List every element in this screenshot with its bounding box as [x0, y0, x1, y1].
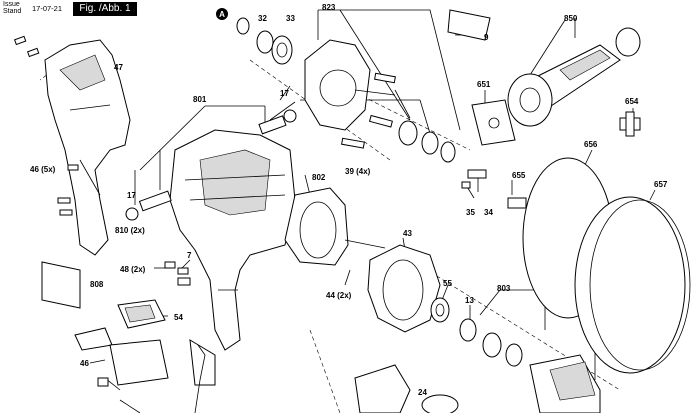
- label-13: 13: [465, 296, 474, 305]
- armature: [529, 354, 601, 413]
- motor-housing: [169, 129, 296, 386]
- label-34: 34: [484, 208, 493, 217]
- label-44-2x: 44 (2x): [326, 291, 352, 300]
- part-number-labels: 32 33 823 9 850 47 801 17 651 654 46 (5x…: [30, 3, 668, 397]
- bearing-55: [430, 297, 450, 323]
- svg-text:A: A: [219, 10, 225, 19]
- label-9: 9: [484, 33, 489, 42]
- label-43: 43: [403, 229, 412, 238]
- label-46: 46: [80, 359, 89, 368]
- rings: [459, 318, 523, 367]
- spindle-654: [619, 111, 641, 137]
- label-7: 7: [187, 251, 192, 260]
- gears: [236, 17, 293, 65]
- label-55: 55: [443, 279, 452, 288]
- stator-802: [284, 187, 386, 266]
- shaft-parts: [125, 109, 297, 221]
- label-808: [41, 261, 81, 309]
- label-9: [447, 9, 491, 41]
- callout-a-marker: A: [216, 8, 228, 20]
- cable-module-46: [74, 327, 169, 413]
- side-handle: [507, 27, 641, 127]
- lower-housing: [354, 364, 459, 413]
- label-17b: 17: [127, 191, 136, 200]
- label-47: 47: [114, 63, 123, 72]
- label-808: 808: [90, 280, 104, 289]
- bracket-651: [471, 99, 516, 146]
- label-35: 35: [466, 208, 475, 217]
- issue-date: 17-07-21: [32, 4, 63, 13]
- washers: [341, 72, 456, 163]
- label-801: 801: [193, 95, 207, 104]
- leader-lines: [80, 9, 656, 380]
- label-24: 24: [418, 388, 427, 397]
- label-651: 651: [477, 80, 491, 89]
- label-803: 803: [497, 284, 511, 293]
- ring-gear-43: [367, 244, 441, 333]
- label-54: 54: [174, 313, 183, 322]
- label-33: 33: [286, 14, 295, 23]
- cable-lead: [194, 344, 206, 413]
- label-17a: 17: [280, 89, 289, 98]
- label-656: 656: [584, 140, 598, 149]
- label-654: 654: [625, 97, 639, 106]
- label-802: 802: [312, 173, 326, 182]
- switch-54: [117, 299, 166, 329]
- gear-housing: [304, 39, 396, 131]
- small-parts-48: [164, 261, 191, 286]
- label-655: 655: [512, 171, 526, 180]
- label-850: 850: [564, 14, 578, 23]
- issue-label: Issue Stand: [3, 1, 22, 15]
- label-32: 32: [258, 14, 267, 23]
- housing-shell: [44, 39, 131, 256]
- label-46-5x: 46 (5x): [30, 165, 56, 174]
- label-39-4x: 39 (4x): [345, 167, 371, 176]
- label-657: 657: [654, 180, 668, 189]
- label-810-2x: 810 (2x): [115, 226, 145, 235]
- label-48-2x: 48 (2x): [120, 265, 146, 274]
- small-parts: [461, 169, 527, 209]
- polishing-pads: [522, 157, 691, 374]
- label-823: 823: [322, 3, 336, 12]
- figure-label: Fig. /Abb. 1: [73, 2, 137, 16]
- screws-46: [13, 35, 79, 216]
